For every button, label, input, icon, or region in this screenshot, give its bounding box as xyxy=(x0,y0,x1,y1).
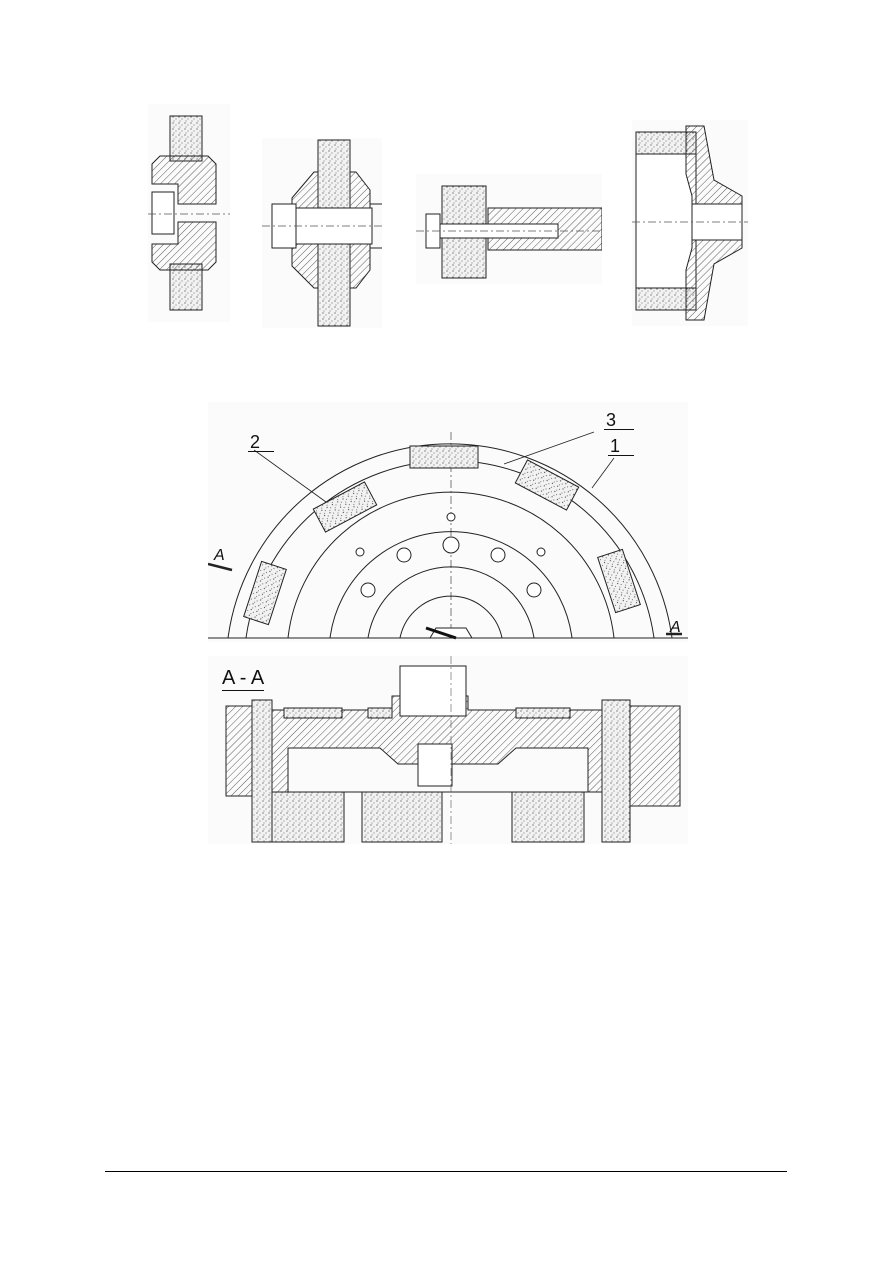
section-mark-left: A xyxy=(214,547,225,564)
mount-c-drawing xyxy=(416,185,602,279)
section-a-a-drawing xyxy=(225,656,681,844)
figure-mount-a xyxy=(148,104,230,322)
callout-1: 1 xyxy=(608,437,635,456)
figure-mount-b xyxy=(262,138,382,328)
mount-d-drawing xyxy=(632,125,748,321)
figure-plan-view xyxy=(208,402,688,642)
section-title: A - A xyxy=(222,667,265,691)
figure-mount-c xyxy=(416,174,602,284)
section-mark-right: A xyxy=(670,619,681,636)
mount-b-drawing xyxy=(262,139,382,327)
plan-view-drawing xyxy=(208,431,688,640)
figure-section-a-a xyxy=(208,656,688,844)
footer-rule xyxy=(105,1171,787,1172)
callout-3: 3 xyxy=(604,411,635,430)
mount-a-drawing xyxy=(148,115,230,311)
callout-2: 2 xyxy=(248,433,275,452)
figure-mount-d xyxy=(632,120,748,326)
